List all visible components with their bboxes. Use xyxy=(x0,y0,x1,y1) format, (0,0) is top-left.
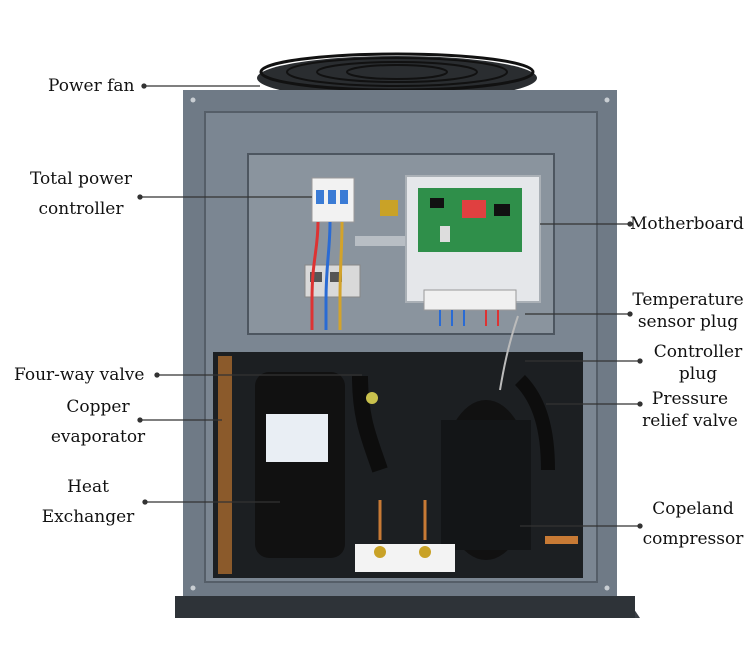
label-controller-plug-line1: Controller xyxy=(653,342,743,362)
label-heat-exchanger: Heat Exchanger xyxy=(38,476,138,528)
label-total-power-controller: Total power controller xyxy=(22,168,140,220)
label-copeland-compressor-line2: compressor xyxy=(642,529,744,549)
label-four-way-valve: Four-way valve xyxy=(14,364,144,386)
label-copper-evaporator-line2: evaporator xyxy=(50,427,146,447)
label-heat-exchanger-line1: Heat xyxy=(67,477,109,497)
label-heat-exchanger-line2: Exchanger xyxy=(41,507,135,527)
label-pressure-relief-valve-line1: Pressure xyxy=(651,389,729,409)
label-controller-plug: Controller plug xyxy=(648,341,748,385)
terminal-strip xyxy=(423,289,517,326)
label-temperature-sensor-plug-line1: Temperature xyxy=(632,290,744,310)
label-copper-evaporator-line1: Copper xyxy=(66,397,130,417)
motherboard xyxy=(405,175,541,303)
label-four-way-valve-text: Four-way valve xyxy=(14,365,145,385)
label-temperature-sensor-plug-line2: sensor plug xyxy=(637,312,739,332)
power-fan xyxy=(257,52,537,100)
label-power-fan-text: Power fan xyxy=(48,76,135,96)
label-copper-evaporator: Copper evaporator xyxy=(38,396,158,448)
label-controller-plug-line2: plug xyxy=(678,364,718,384)
label-total-power-controller-line1: Total power xyxy=(30,169,132,189)
label-temperature-sensor-plug: Temperature sensor plug xyxy=(628,289,748,333)
label-copeland-compressor-line1: Copeland xyxy=(652,499,734,519)
label-motherboard-text: Motherboard xyxy=(630,214,744,234)
leader-lines xyxy=(137,83,643,529)
label-power-fan: Power fan xyxy=(48,75,135,97)
label-motherboard: Motherboard xyxy=(630,213,744,235)
label-copeland-compressor: Copeland compressor xyxy=(640,498,746,550)
label-pressure-relief-valve-line2: relief valve xyxy=(642,411,738,431)
lower-compartment xyxy=(213,315,583,578)
label-total-power-controller-line2: controller xyxy=(38,199,124,219)
label-pressure-relief-valve: Pressure relief valve xyxy=(638,388,742,432)
